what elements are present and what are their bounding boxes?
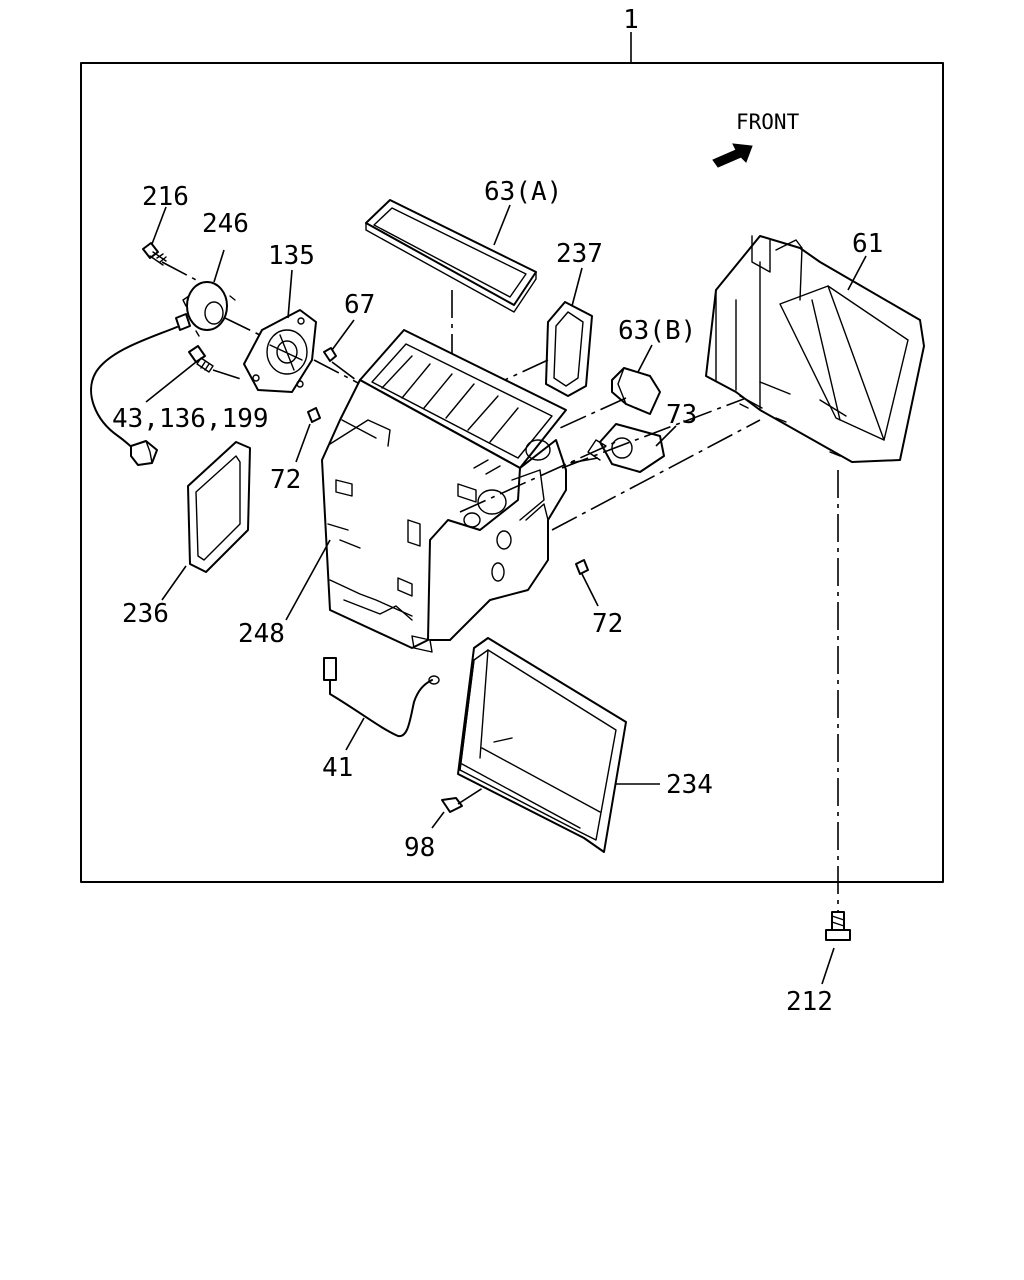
label-73: 73 xyxy=(666,400,697,430)
bolt-212-icon xyxy=(825,911,851,941)
label-63b: 63(B) xyxy=(618,316,696,346)
seal-237-icon xyxy=(545,301,593,397)
label-98: 98 xyxy=(404,833,435,863)
clip-98-icon xyxy=(441,797,463,813)
label-248: 248 xyxy=(238,619,285,649)
label-41: 41 xyxy=(322,753,353,783)
actuator-73-icon xyxy=(587,423,665,473)
label-63a: 63(A) xyxy=(484,177,562,207)
front-arrow-icon xyxy=(712,143,753,168)
label-61: 61 xyxy=(852,229,883,259)
evaporator-234-icon xyxy=(457,637,627,853)
housing-61-icon xyxy=(705,235,925,463)
front-label: FRONT xyxy=(736,110,800,134)
label-43-136-199: 43,136,199 xyxy=(112,404,269,434)
label-212: 212 xyxy=(786,987,833,1017)
clip-67-icon xyxy=(323,347,337,362)
bolt-43-icon xyxy=(188,345,214,373)
hvac-case-icon xyxy=(321,329,567,653)
label-1: 1 xyxy=(623,5,639,35)
assembly-frame xyxy=(80,62,944,883)
label-246: 246 xyxy=(202,209,249,239)
sensor-41-icon xyxy=(323,657,440,738)
blower-fan-135-icon xyxy=(243,309,317,393)
pad-63b-icon xyxy=(611,367,661,415)
label-72-left: 72 xyxy=(270,465,301,495)
label-234: 234 xyxy=(666,770,713,800)
label-72-right: 72 xyxy=(592,609,623,639)
clip-72-right-icon xyxy=(575,559,589,575)
label-237: 237 xyxy=(556,239,603,269)
label-216: 216 xyxy=(142,182,189,212)
screw-216-icon xyxy=(142,242,167,266)
gasket-63a-icon xyxy=(365,199,537,313)
label-236: 236 xyxy=(122,599,169,629)
label-67: 67 xyxy=(344,290,375,320)
seal-236-icon xyxy=(187,441,251,573)
label-135: 135 xyxy=(268,241,315,271)
blower-motor-246-icon xyxy=(90,281,236,466)
clip-72-left-icon xyxy=(307,407,321,423)
